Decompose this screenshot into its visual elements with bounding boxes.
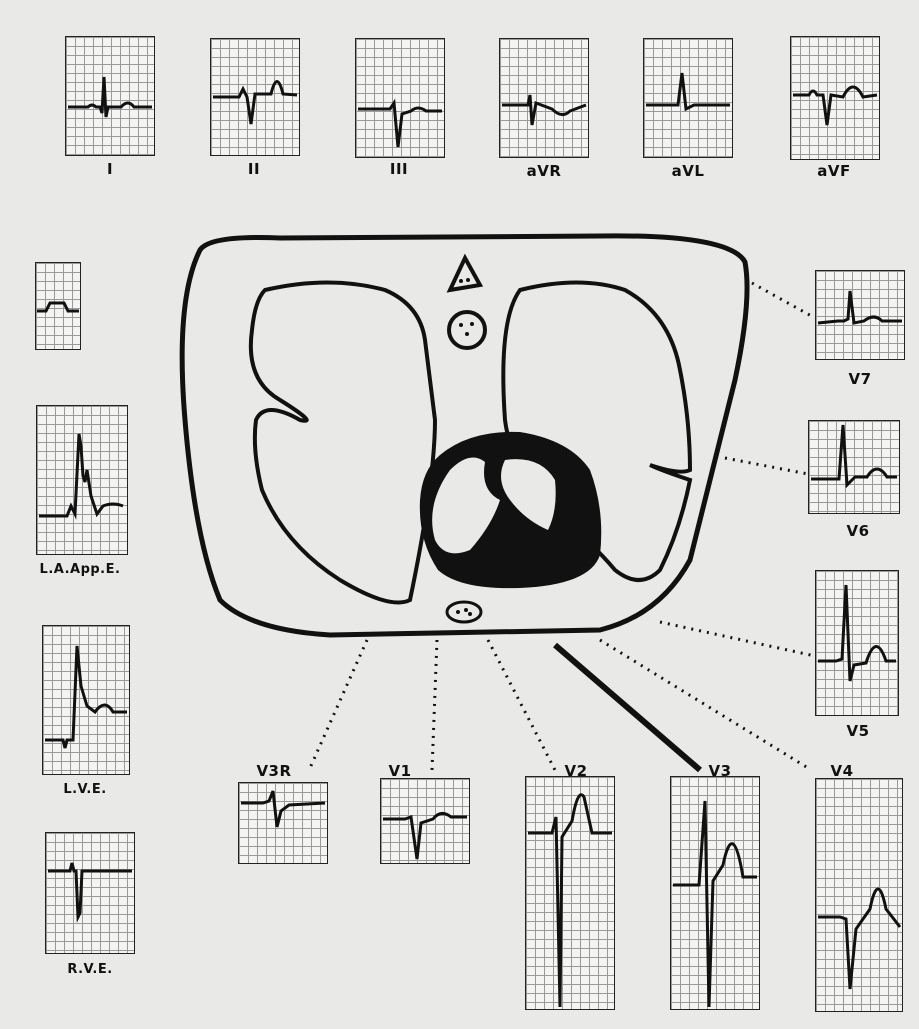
lead-label-I: I xyxy=(90,160,130,178)
ecg-strip-V7 xyxy=(815,270,905,360)
sternum xyxy=(447,602,481,622)
lead-label-L.A.App.E.: L.A.App.E. xyxy=(25,562,135,577)
ecg-strip-V3 xyxy=(670,776,760,1010)
ecg-strip-R.V.E. xyxy=(45,832,135,954)
right-lung xyxy=(251,283,435,603)
vertebral-body xyxy=(449,312,485,348)
lead-label-aVF: aVF xyxy=(810,162,858,180)
ecg-strip-V1 xyxy=(380,778,470,864)
lead-label-L.V.E.: L.V.E. xyxy=(50,782,120,797)
lead-label-R.V.E.: R.V.E. xyxy=(55,962,125,977)
lead-label-V6: V6 xyxy=(838,522,878,540)
ecg-strip-unlabeled xyxy=(35,262,81,350)
v3-lead-line xyxy=(555,645,700,770)
ecg-strip-V3R xyxy=(238,782,328,864)
ecg-strip-lead-III xyxy=(355,38,445,158)
lead-label-V3R: V3R xyxy=(248,762,300,780)
lead-label-aVL: aVL xyxy=(664,162,712,180)
ecg-strip-lead-I xyxy=(65,36,155,156)
ecg-strip-V4 xyxy=(815,778,903,1012)
lead-label-V5: V5 xyxy=(838,722,878,740)
spinous-process xyxy=(450,258,480,290)
lead-label-aVR: aVR xyxy=(520,162,568,180)
lead-label-III: III xyxy=(375,160,423,178)
ecg-strip-V6 xyxy=(808,420,900,514)
ecg-strip-L.V.E. xyxy=(42,625,130,775)
lead-label-II: II xyxy=(232,160,276,178)
lead-label-V7: V7 xyxy=(840,370,880,388)
ecg-strip-V2 xyxy=(525,776,615,1010)
ecg-strip-lead-II xyxy=(210,38,300,156)
ecg-strip-lead-aVL xyxy=(643,38,733,158)
ecg-strip-L.A.App.E. xyxy=(36,405,128,555)
ecg-strip-lead-aVF xyxy=(790,36,880,160)
ecg-strip-V5 xyxy=(815,570,899,716)
ecg-strip-lead-aVR xyxy=(499,38,589,158)
